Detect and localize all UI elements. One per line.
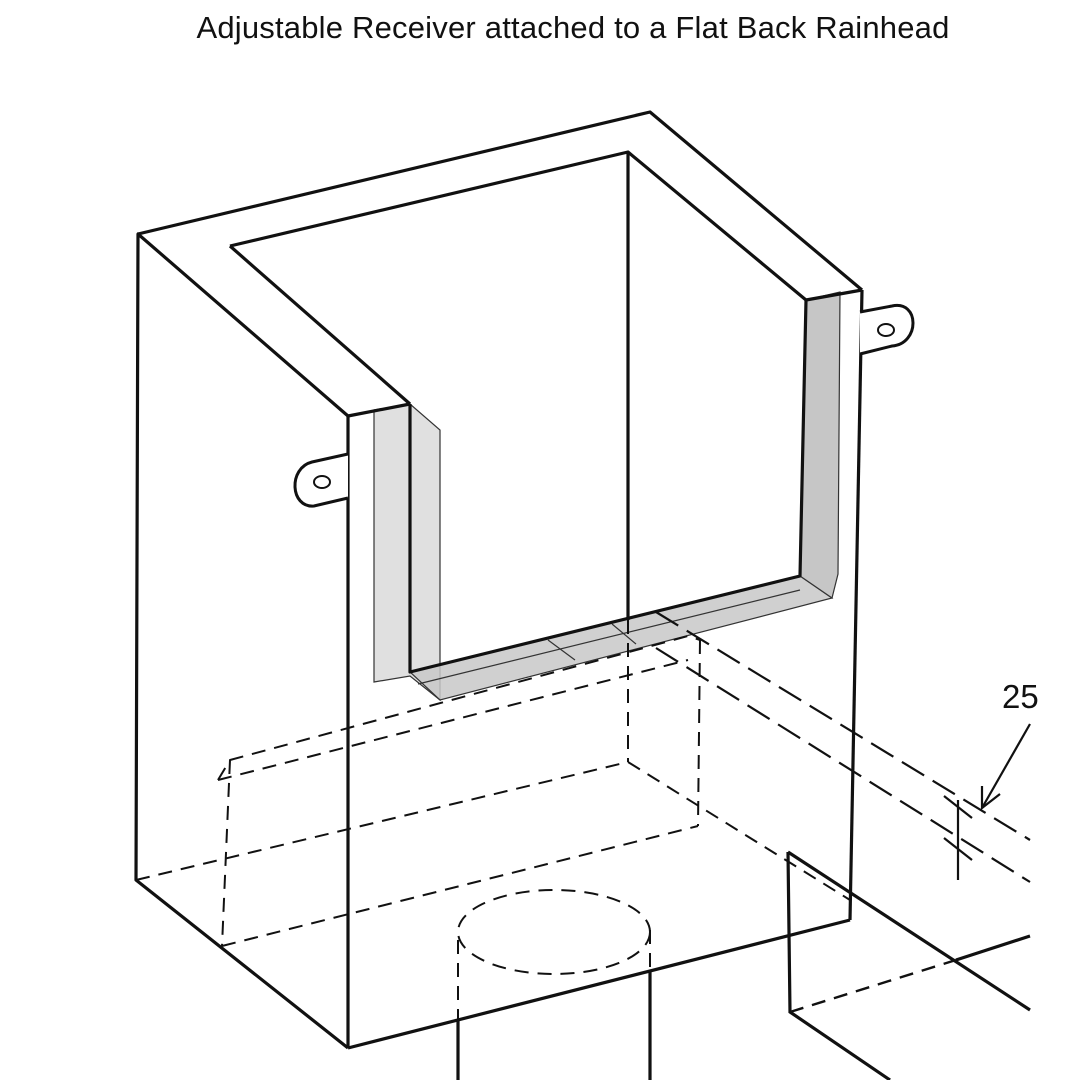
rainhead-front-cutout (408, 299, 808, 674)
projection-lines (655, 611, 1031, 883)
mounting-tab-right (859, 304, 915, 356)
rainhead-rim-outer (137, 110, 864, 292)
adjacent-gutter (786, 850, 1031, 1080)
mounting-tab-icon (313, 475, 331, 489)
rainhead-left-face (134, 232, 350, 1050)
hidden-outlet-ellipse (457, 889, 651, 975)
adjustable-receiver (373, 291, 841, 702)
downpipe-outlet (456, 970, 652, 1080)
mounting-tab-left (293, 452, 349, 508)
diagram-title: Adjustable Receiver attached to a Flat B… (196, 10, 950, 45)
dimension-label: 25 (1002, 678, 1039, 715)
rainhead-front-right-edge (848, 289, 864, 921)
receiver-left-wall (373, 403, 441, 702)
rainhead-rim-inner (229, 150, 808, 302)
dimension-marker (943, 723, 1031, 880)
hidden-outlet-lines (135, 620, 851, 1020)
rainhead-front-bottom-edge (347, 918, 851, 1050)
flat-back-rainhead (134, 110, 864, 1050)
